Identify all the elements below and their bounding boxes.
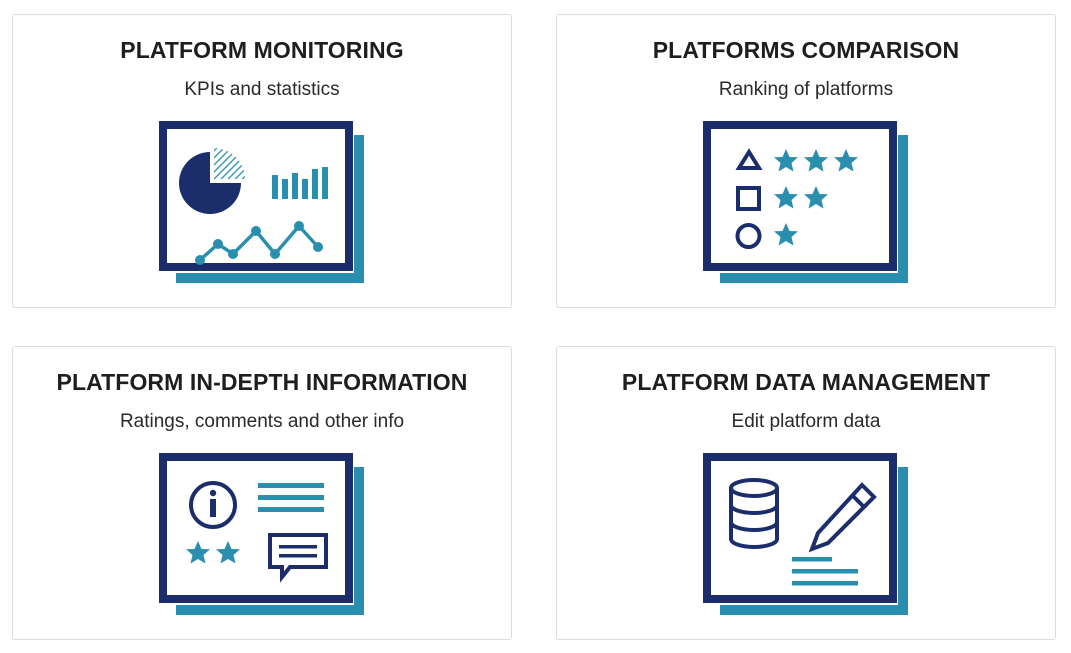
- card-subtitle: KPIs and statistics: [184, 79, 340, 100]
- ranking-stars-icon: [702, 121, 914, 287]
- platform-data-management-card[interactable]: PLATFORM DATA MANAGEMENT Edit platform d…: [556, 346, 1056, 640]
- card-subtitle: Edit platform data: [731, 411, 881, 432]
- dashboard-charts-icon: [158, 121, 370, 287]
- platform-monitoring-card[interactable]: PLATFORM MONITORING KPIs and statistics: [12, 14, 512, 308]
- card-title: PLATFORM DATA MANAGEMENT: [621, 369, 991, 395]
- card-title: PLATFORM IN-DEPTH INFORMATION: [56, 369, 468, 395]
- card-subtitle: Ratings, comments and other info: [119, 411, 405, 432]
- platform-in-depth-information-card[interactable]: PLATFORM IN-DEPTH INFORMATION Ratings, c…: [12, 346, 512, 640]
- info-comments-icon: [158, 453, 370, 619]
- database-edit-icon: [702, 453, 914, 619]
- card-title: PLATFORMS COMPARISON: [652, 37, 960, 63]
- platforms-comparison-card[interactable]: PLATFORMS COMPARISON Ranking of platform…: [556, 14, 1056, 308]
- card-title: PLATFORM MONITORING: [120, 37, 404, 63]
- card-subtitle: Ranking of platforms: [718, 79, 894, 100]
